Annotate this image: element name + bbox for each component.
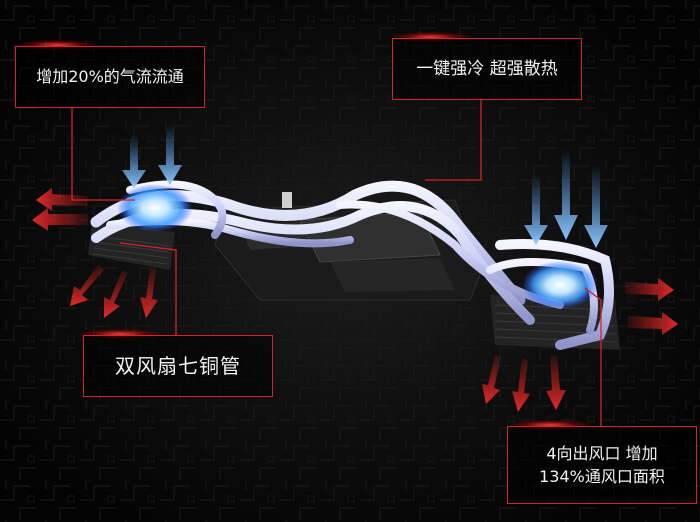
vents-callout-line2: 134%通风口面积 [539, 467, 665, 486]
vents-callout: 4向出风口 增加 134%通风口面积 [507, 426, 697, 504]
heatpipe-callout-text: 双风扇七铜管 [115, 353, 241, 378]
callout-glow [17, 40, 97, 50]
left-fan [117, 184, 193, 232]
airflow-callout-text: 增加20%的气流流通 [36, 67, 184, 87]
callout-leaders [71, 100, 602, 426]
callout-glow [391, 32, 471, 42]
cooling-callout: 一键强冷 超强散热 [392, 38, 582, 100]
exhaust-arrows [32, 188, 678, 412]
cooling-callout-text: 一键强冷 超强散热 [416, 58, 558, 79]
right-fan [522, 261, 598, 309]
intake-arrows [122, 125, 608, 248]
airflow-callout: 增加20%的气流流通 [15, 46, 205, 108]
vents-callout-line1: 4向出风口 增加 [546, 443, 658, 463]
heatpipe-callout: 双风扇七铜管 [83, 335, 273, 397]
callout-glow [510, 420, 590, 430]
callout-glow [80, 329, 160, 339]
screw [282, 192, 292, 208]
